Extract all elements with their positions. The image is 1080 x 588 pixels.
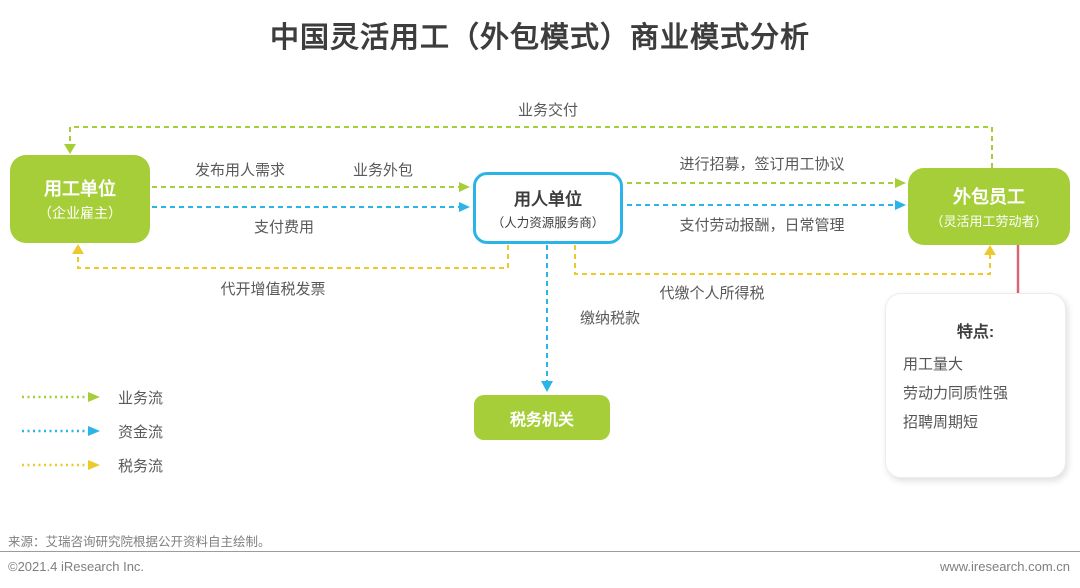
footer-source-note: 来源：艾瑞咨询研究院根据公开资料自主绘制。 [8,535,271,549]
flow-business-delivery-line [69,126,993,168]
arrow-up-icon [984,245,996,255]
legend-yellow-arrow-icon [22,460,100,470]
label-pay-fees: 支付费用 [253,219,315,236]
label-pay-labor-manage: 支付劳动报酬，日常管理 [679,217,845,234]
node-outsourced-staff-name: 外包员工 [953,187,1025,207]
label-vat-invoice: 代开增值税发票 [220,281,326,298]
node-tax-authority: 税务机关 [474,395,610,440]
node-hr-provider: 用人单位 （人力资源服务商） [473,172,623,244]
node-outsourced-staff-subtitle: （灵活用工劳动者） [930,214,1048,229]
features-item: 劳动力同质性强 [903,385,1009,402]
features-title: 特点: [956,324,995,341]
label-withhold-income-tax: 代缴个人所得税 [659,285,765,302]
node-employer: 用工单位 （企业雇主） [10,155,150,243]
node-hr-provider-subtitle: （人力资源服务商） [491,216,605,230]
arrow-right-icon [895,200,906,210]
arrow-right-icon [895,178,906,188]
flow-vat-invoice-line [77,245,509,269]
node-employer-name: 用工单位 [44,179,116,199]
legend-item-capital-flow: 资金流 [20,420,163,442]
label-business-outsourcing: 业务外包 [352,162,414,179]
arrow-right-icon [459,202,470,212]
footer-website: www.iresearch.com.cn [939,559,1070,574]
flow-withhold-tax-line [574,245,991,275]
arrow-right-icon [459,182,470,192]
legend: 业务流 资金流 税务流 [20,386,163,488]
label-publish-demand: 发布用人需求 [194,162,286,179]
features-item: 用工量大 [903,356,964,373]
node-hr-provider-name: 用人单位 [514,190,582,209]
features-card: 特点: 用工量大 劳动力同质性强 招聘周期短 [885,293,1066,478]
legend-green-arrow-icon [22,392,100,402]
legend-label-business-flow: 业务流 [118,389,164,407]
arrow-down-icon [541,381,553,392]
features-item: 招聘周期短 [903,414,979,431]
legend-label-tax-flow: 税务流 [118,457,164,475]
arrow-up-icon [72,244,84,254]
label-business-delivery: 业务交付 [517,102,579,119]
legend-blue-arrow-icon [22,426,100,436]
footer-divider [0,551,1080,552]
footer-copyright: ©2021.4 iResearch Inc. [8,559,145,574]
legend-item-tax-flow: 税务流 [20,454,163,476]
arrow-down-icon [64,144,76,154]
node-employer-subtitle: （企业雇主） [38,205,122,221]
label-recruit-sign: 进行招募，签订用工协议 [679,156,845,173]
node-tax-authority-name: 税务机关 [509,411,574,429]
legend-item-business-flow: 业务流 [20,386,163,408]
node-outsourced-staff: 外包员工 （灵活用工劳动者） [908,168,1070,245]
page-title: 中国灵活用工（外包模式）商业模式分析 [269,22,810,54]
legend-label-capital-flow: 资金流 [118,423,164,441]
label-pay-tax: 缴纳税款 [579,310,641,327]
